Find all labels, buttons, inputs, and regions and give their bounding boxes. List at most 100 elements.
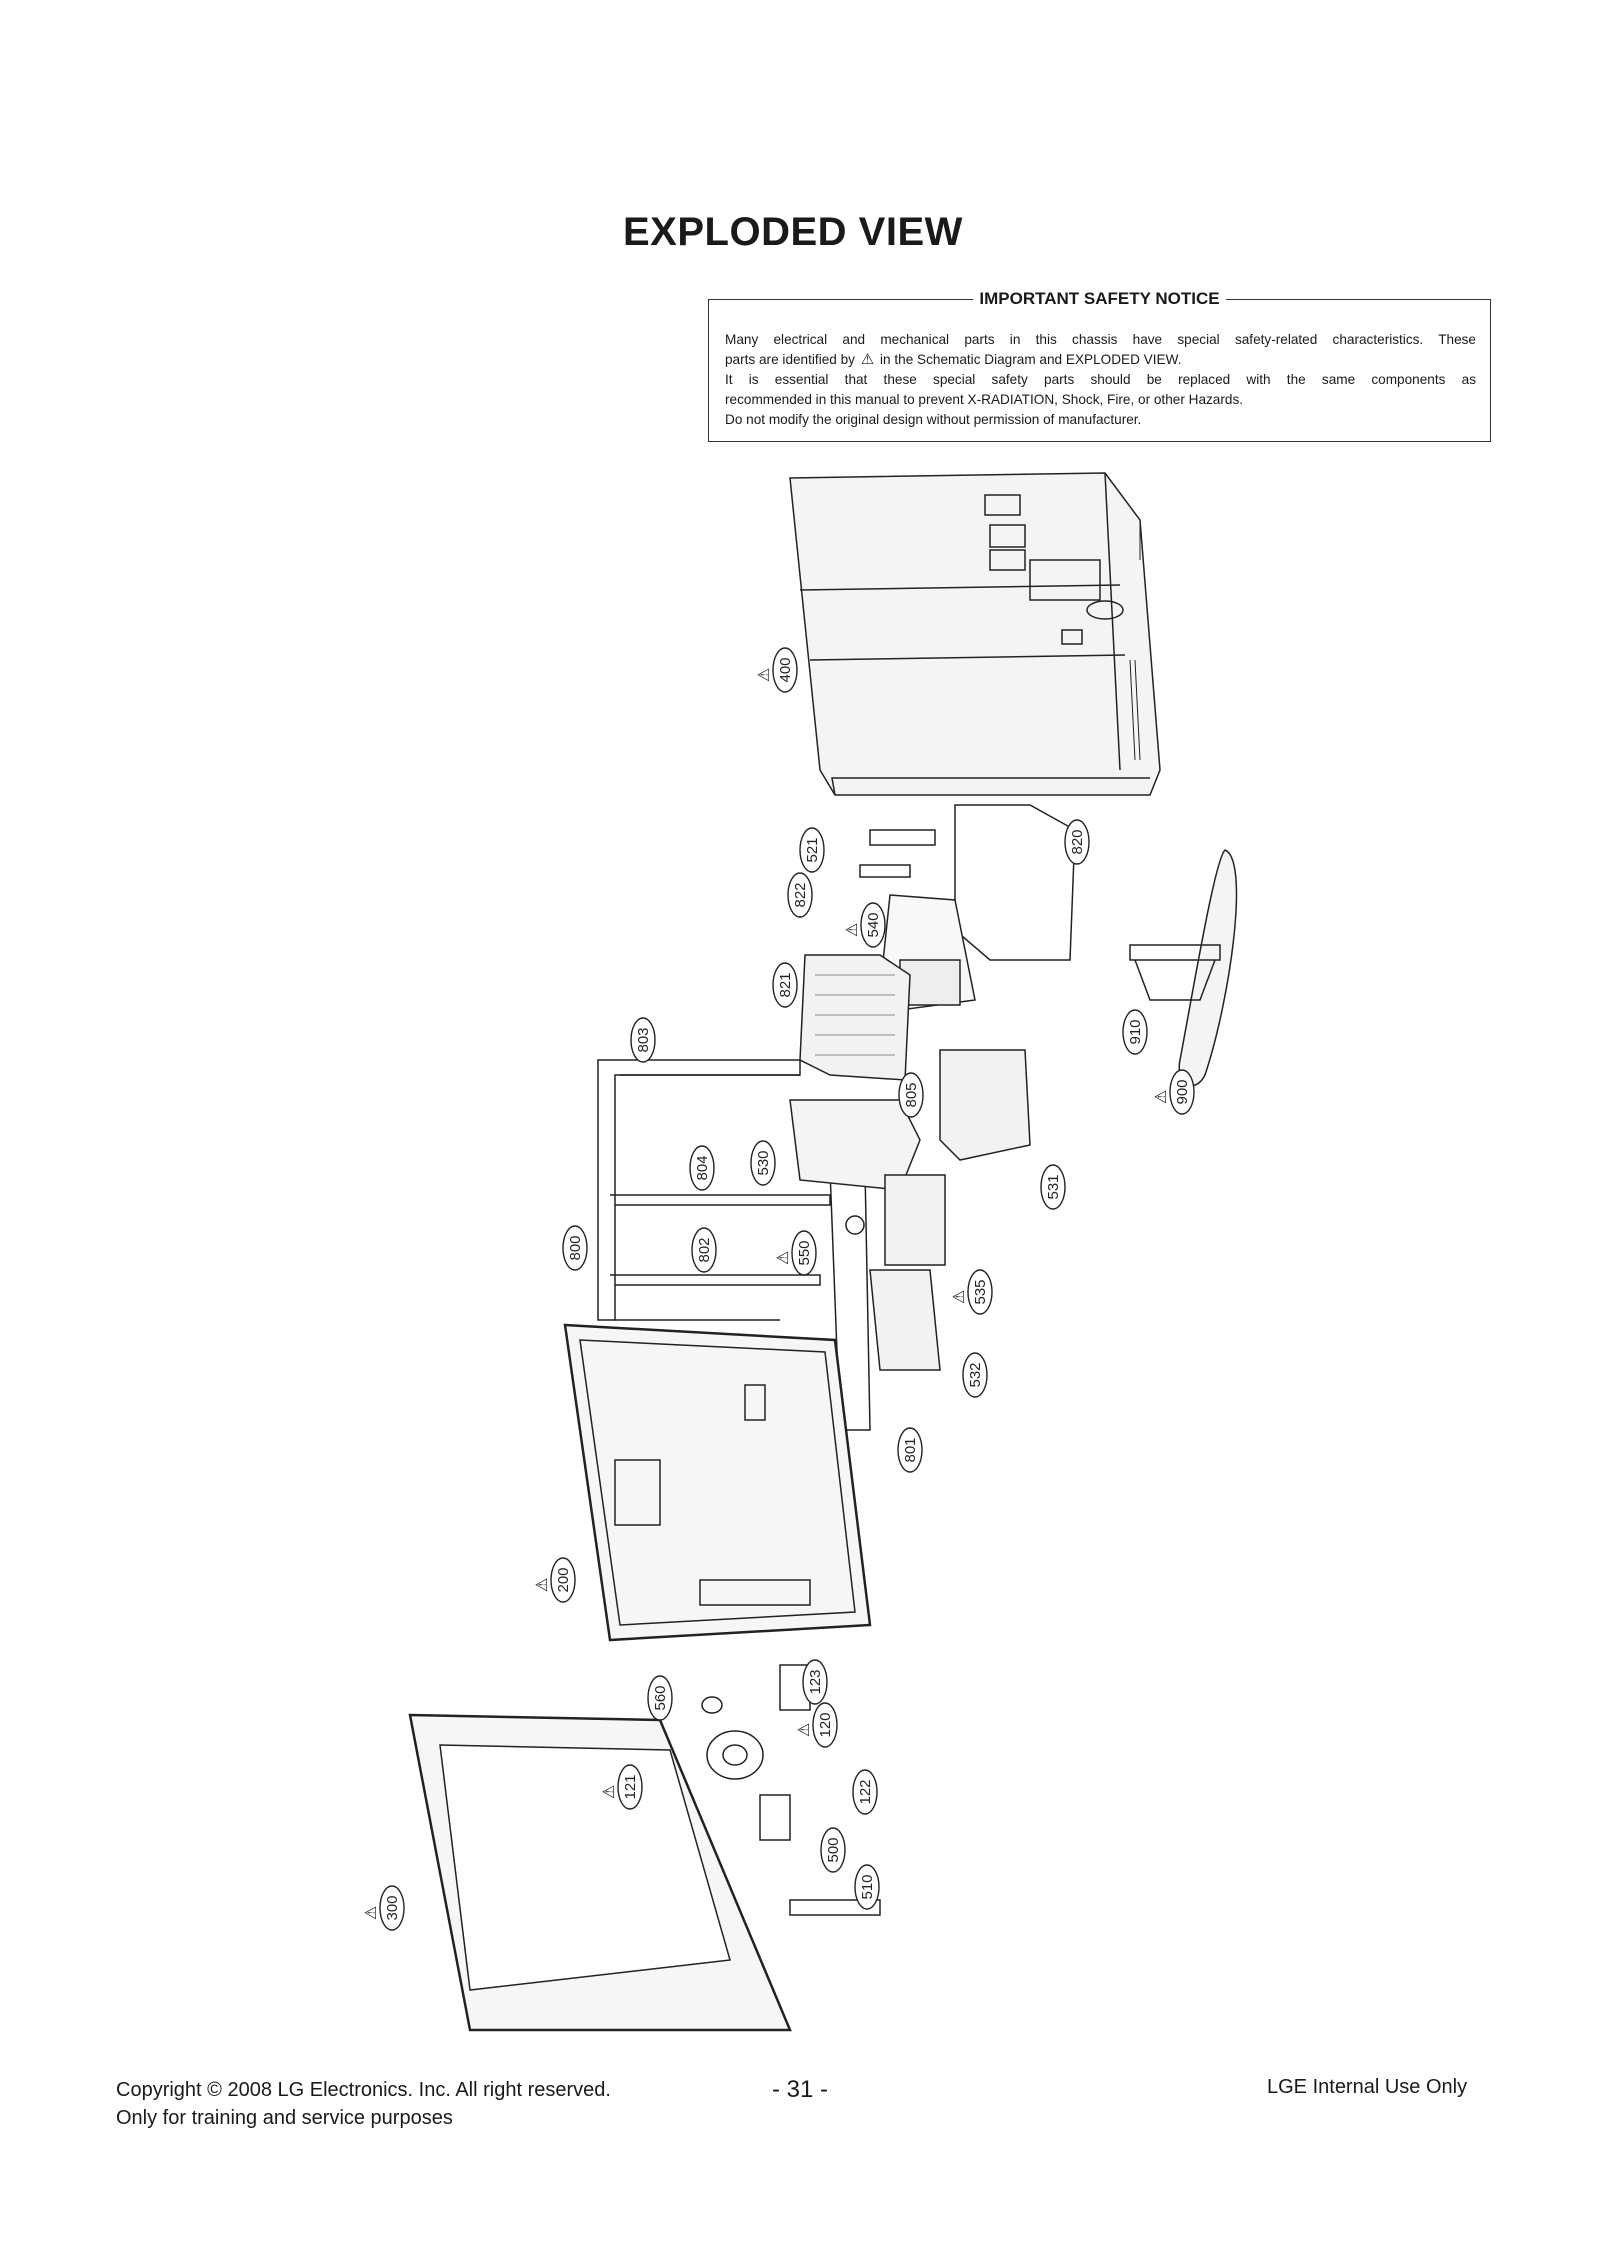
footer-copyright-block: Copyright © 2008 LG Electronics. Inc. Al… bbox=[116, 2076, 611, 2132]
warning-triangle-icon: ⚠ bbox=[1151, 1090, 1170, 1104]
notice-line-2-start: parts are identified by bbox=[725, 352, 855, 367]
part-callout-oval bbox=[1122, 1009, 1148, 1055]
part-number-label: 804 bbox=[694, 1155, 711, 1180]
part-callout-122: 122 bbox=[852, 1769, 878, 1815]
warning-triangle-icon: ⚠ bbox=[794, 1723, 813, 1737]
part-callout-822: 822 bbox=[787, 872, 813, 918]
chassis-frame-drawing bbox=[597, 1049, 1031, 1431]
part-number-label: 500 bbox=[825, 1837, 842, 1862]
part-callout-oval bbox=[772, 962, 798, 1008]
part-callout-803: 803 bbox=[630, 1017, 656, 1063]
part-number-label: 532 bbox=[967, 1362, 984, 1387]
footer-copyright: Copyright © 2008 LG Electronics. Inc. Al… bbox=[116, 2079, 611, 2101]
part-callout-oval bbox=[820, 1827, 846, 1873]
part-callout-oval bbox=[750, 1140, 776, 1186]
part-callout-oval bbox=[691, 1227, 717, 1273]
part-callout-oval bbox=[898, 1072, 924, 1118]
part-callout-oval bbox=[1040, 1164, 1066, 1210]
lcd-panel-drawing bbox=[563, 1323, 872, 1642]
part-callout-oval bbox=[1064, 819, 1090, 865]
part-callout-120: 120 ⚠ bbox=[794, 1702, 838, 1748]
front-bezel-drawing bbox=[408, 1713, 792, 2032]
part-number-label: 803 bbox=[635, 1027, 652, 1052]
part-callout-560: 560 bbox=[647, 1675, 673, 1721]
part-number-label: 510 bbox=[859, 1874, 876, 1899]
part-number-label: 805 bbox=[903, 1082, 920, 1107]
part-callout-oval bbox=[630, 1017, 656, 1063]
safety-notice-heading: IMPORTANT SAFETY NOTICE bbox=[973, 289, 1226, 308]
part-callout-800: 800 bbox=[562, 1225, 588, 1271]
part-number-label: 122 bbox=[857, 1779, 874, 1804]
part-number-label: 821 bbox=[777, 972, 794, 997]
part-number-label: 910 bbox=[1127, 1019, 1144, 1044]
part-callout-oval bbox=[799, 827, 825, 873]
speaker-drawing bbox=[701, 1664, 881, 1916]
part-number-label: 123 bbox=[807, 1669, 824, 1694]
part-callout-500: 500 bbox=[820, 1827, 846, 1873]
part-number-label: 800 bbox=[567, 1235, 584, 1260]
part-callout-oval bbox=[550, 1557, 576, 1603]
part-callout-804: 804 bbox=[689, 1145, 715, 1191]
part-number-label: 400 bbox=[777, 657, 794, 682]
page-number: - 31 - bbox=[772, 2076, 829, 2103]
part-callout-510: 510 bbox=[854, 1864, 880, 1910]
part-callout-oval bbox=[379, 1885, 405, 1931]
warning-triangle-icon: ⚠ bbox=[860, 351, 875, 368]
part-callout-123: 123 bbox=[802, 1659, 828, 1705]
part-callout-400: 400 ⚠ bbox=[754, 647, 798, 693]
part-callout-550: 550 ⚠ bbox=[773, 1230, 817, 1276]
part-number-label: 531 bbox=[1045, 1174, 1062, 1199]
part-callout-oval bbox=[791, 1230, 817, 1276]
part-number-label: 121 bbox=[622, 1774, 639, 1799]
part-number-label: 540 bbox=[865, 912, 882, 937]
part-number-label: 820 bbox=[1069, 829, 1086, 854]
part-callout-531: 531 bbox=[1040, 1164, 1066, 1210]
safety-notice-body: Many electrical and mechanical parts in … bbox=[725, 330, 1476, 430]
warning-triangle-icon: ⚠ bbox=[949, 1290, 968, 1304]
safety-notice-box: IMPORTANT SAFETY NOTICE Many electrical … bbox=[708, 289, 1491, 442]
part-callout-821: 821 bbox=[772, 962, 798, 1008]
part-callout-805: 805 bbox=[898, 1072, 924, 1118]
part-callout-521: 521 bbox=[799, 827, 825, 873]
footer-purpose: Only for training and service purposes bbox=[116, 2107, 453, 2129]
warning-triangle-icon: ⚠ bbox=[773, 1251, 792, 1265]
stand-drawing bbox=[1129, 849, 1238, 1087]
part-callout-540: 540 ⚠ bbox=[842, 902, 886, 948]
part-callout-300: 300 ⚠ bbox=[361, 1885, 405, 1931]
warning-triangle-icon: ⚠ bbox=[754, 668, 773, 682]
part-number-label: 550 bbox=[796, 1240, 813, 1265]
part-callout-oval bbox=[812, 1702, 838, 1748]
part-number-label: 521 bbox=[804, 837, 821, 862]
part-callout-oval bbox=[852, 1769, 878, 1815]
part-number-label: 300 bbox=[384, 1895, 401, 1920]
footer-internal: LGE Internal Use Only bbox=[1267, 2076, 1468, 2098]
part-number-label: 120 bbox=[817, 1712, 834, 1737]
part-number-label: 535 bbox=[972, 1279, 989, 1304]
warning-triangle-icon: ⚠ bbox=[361, 1906, 380, 1920]
part-callout-oval bbox=[962, 1352, 988, 1398]
part-callout-530: 530 bbox=[750, 1140, 776, 1186]
part-callout-oval bbox=[617, 1764, 643, 1810]
part-callout-oval bbox=[802, 1659, 828, 1705]
notice-line-2-end: in the Schematic Diagram and EXPLODED VI… bbox=[880, 352, 1182, 367]
back-cover-drawing bbox=[789, 472, 1161, 796]
part-number-label: 530 bbox=[755, 1150, 772, 1175]
part-number-label: 560 bbox=[652, 1685, 669, 1710]
part-callout-532: 532 bbox=[962, 1352, 988, 1398]
part-number-label: 801 bbox=[902, 1437, 919, 1462]
part-callout-200: 200⚠ bbox=[532, 1557, 576, 1603]
warning-triangle-icon: ⚠ bbox=[842, 923, 861, 937]
part-callout-oval bbox=[860, 902, 886, 948]
part-number-label: 802 bbox=[696, 1237, 713, 1262]
part-callout-910: 910 bbox=[1122, 1009, 1148, 1055]
notice-line-5: Do not modify the original design withou… bbox=[725, 412, 1142, 427]
warning-triangle-icon: ⚠ bbox=[599, 1785, 618, 1799]
part-callout-820: 820 bbox=[1064, 819, 1090, 865]
warning-triangle-icon: ⚠ bbox=[532, 1578, 551, 1592]
shield-drawing bbox=[799, 954, 911, 1081]
part-callout-535: 535 ⚠ bbox=[949, 1269, 993, 1315]
part-callout-121: 121 ⚠ bbox=[599, 1764, 643, 1810]
part-callout-oval bbox=[647, 1675, 673, 1721]
part-callout-oval bbox=[772, 647, 798, 693]
